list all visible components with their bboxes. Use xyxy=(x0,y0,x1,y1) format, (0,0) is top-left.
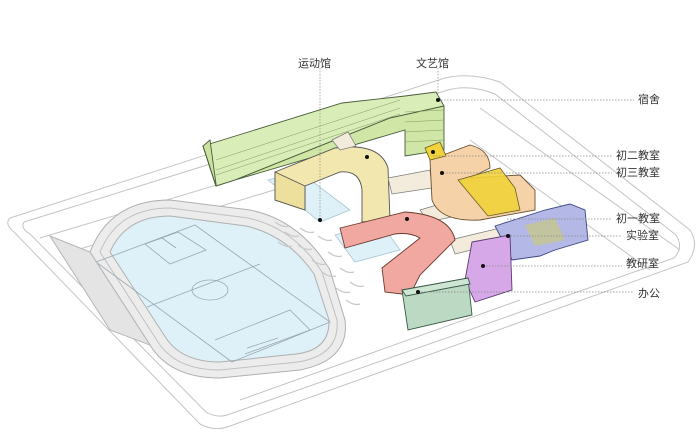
label-arts-hall: 文艺馆 xyxy=(416,57,449,70)
label-laboratory: 实验室 xyxy=(626,229,659,242)
gym-block xyxy=(274,146,391,223)
label-dormitory: 宿舍 xyxy=(638,93,660,106)
research-block xyxy=(464,234,513,303)
landscape-petals xyxy=(274,221,365,306)
label-grade1-classrooms: 初一教室 xyxy=(616,212,660,225)
label-dots xyxy=(318,98,510,294)
label-gym: 运动馆 xyxy=(298,57,331,70)
label-teaching-research: 教研室 xyxy=(626,257,659,270)
grade2-block xyxy=(424,141,521,217)
label-grade2-classrooms: 初二教室 xyxy=(616,149,660,162)
dormitory-block xyxy=(202,91,445,187)
label-grade3-classrooms: 初三教室 xyxy=(616,166,660,179)
leader-lines xyxy=(319,68,634,293)
running-track xyxy=(48,199,346,379)
grade1-block xyxy=(339,211,456,296)
label-office: 办公 xyxy=(638,287,660,300)
site-boundary xyxy=(7,75,695,430)
